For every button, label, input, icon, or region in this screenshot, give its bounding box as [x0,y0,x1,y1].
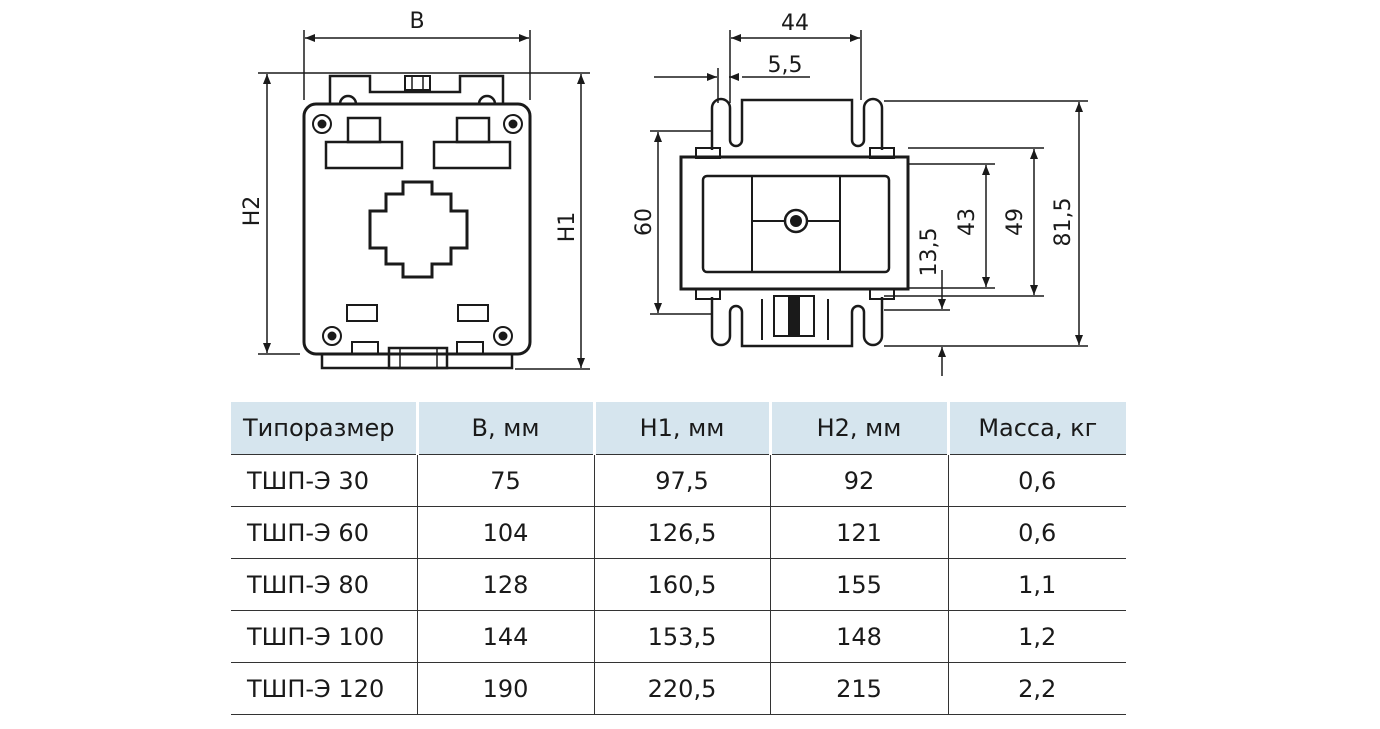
table-row: ТШП-Э 60 104 126,5 121 0,6 [231,506,1126,559]
cell-type: ТШП-Э 120 [231,662,417,715]
label-h2: H2 [240,196,265,227]
cell-h1: 126,5 [593,506,770,559]
cell-mass: 0,6 [947,454,1126,507]
side-view [679,97,910,348]
cell-type: ТШП-Э 60 [231,506,417,559]
cell-type: ТШП-Э 80 [231,558,417,611]
table-row: ТШП-Э 30 75 97,5 92 0,6 [231,454,1126,507]
cell-b: 190 [416,662,594,715]
label-43: 43 [955,208,980,236]
corner-screws [312,114,523,346]
header-type: Типоразмер [231,402,417,455]
label-60: 60 [632,208,657,236]
busbar-window [368,180,469,279]
cell-b: 75 [416,454,594,507]
dimensions-table: Типоразмер B, мм H1, мм H2, мм Масса, кг… [231,402,1126,715]
cell-h1: 220,5 [593,662,770,715]
table-header-row: Типоразмер B, мм H1, мм H2, мм Масса, кг [231,402,1126,455]
side-body [679,155,910,291]
cell-h1: 97,5 [593,454,770,507]
cell-h2: 121 [769,506,948,559]
cell-type: ТШП-Э 30 [231,454,417,507]
table-row: ТШП-Э 100 144 153,5 148 1,2 [231,610,1126,663]
header-mass: Масса, кг [946,402,1126,455]
technical-drawing: B H2 H1 [240,9,1088,376]
cell-type: ТШП-Э 100 [231,610,417,663]
cell-h1: 153,5 [593,610,770,663]
header-h1: H1, мм [592,402,770,455]
front-top-clip [328,74,505,104]
label-81-5: 81,5 [1051,198,1076,247]
header-h2: H2, мм [768,402,948,455]
label-44: 44 [781,11,809,36]
cell-mass: 2,2 [947,662,1126,715]
table-row: ТШП-Э 80 128 160,5 155 1,1 [231,558,1126,611]
front-bottom-clip [387,346,449,370]
label-b: B [409,9,424,34]
cell-h2: 155 [769,558,948,611]
cell-h2: 92 [769,454,948,507]
table-row: ТШП-Э 120 190 220,5 215 2,2 [231,662,1126,715]
front-view [302,74,532,370]
cell-h2: 215 [769,662,948,715]
label-5-5: 5,5 [768,53,803,78]
label-h1: H1 [555,212,580,243]
terminal-right [432,140,512,170]
front-body [302,102,532,356]
cell-mass: 1,1 [947,558,1126,611]
cell-mass: 1,2 [947,610,1126,663]
label-13-5: 13,5 [917,228,942,277]
side-center-screw [783,208,809,234]
cell-b: 144 [416,610,594,663]
header-b: B, мм [415,402,594,455]
cell-h2: 148 [769,610,948,663]
label-49: 49 [1003,208,1028,236]
cell-h1: 160,5 [593,558,770,611]
cell-b: 104 [416,506,594,559]
terminal-left [324,140,404,170]
cell-mass: 0,6 [947,506,1126,559]
front-top-screw [404,75,431,91]
cell-b: 128 [416,558,594,611]
